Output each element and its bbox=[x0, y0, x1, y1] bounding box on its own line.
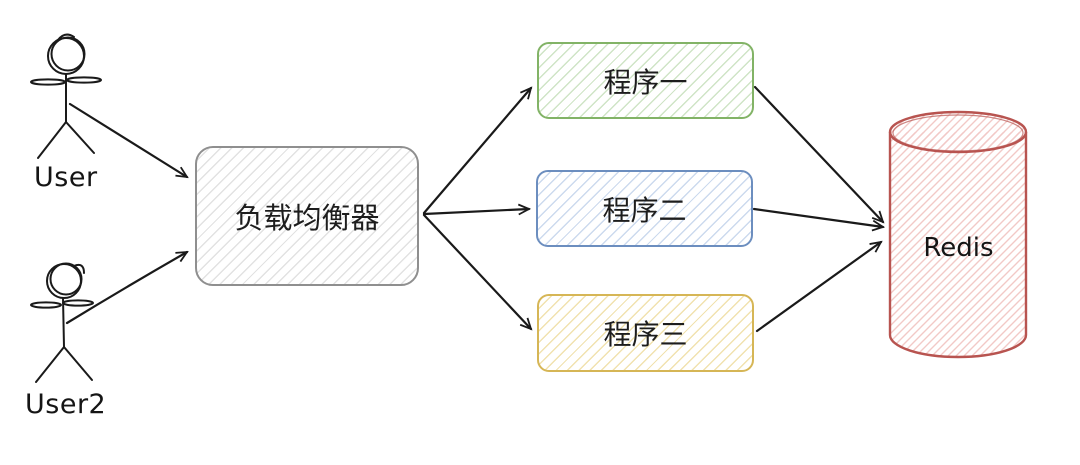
redis-label: Redis bbox=[923, 233, 994, 263]
load-balancer-node: 负载均衡器 bbox=[195, 146, 419, 286]
user2-label: User2 bbox=[25, 389, 107, 420]
edge-user2-to-lb bbox=[65, 250, 189, 325]
service-node-1: 程序一 bbox=[537, 42, 754, 119]
service-1-label: 程序一 bbox=[603, 65, 688, 99]
service-node-3: 程序三 bbox=[537, 294, 754, 372]
service-3-label: 程序三 bbox=[603, 318, 688, 351]
user-figure bbox=[30, 33, 102, 159]
service-2-label: 程序二 bbox=[602, 193, 687, 227]
load-balancer-label: 负载均衡器 bbox=[234, 201, 380, 235]
edges-layer bbox=[65, 85, 886, 333]
user2-figure bbox=[30, 262, 94, 383]
edge-lb-to-s1 bbox=[422, 86, 533, 215]
user-label: User bbox=[34, 162, 98, 193]
edge-s2-to-redis bbox=[752, 207, 886, 232]
edge-lb-to-s2 bbox=[422, 203, 532, 216]
edge-lb-to-s3 bbox=[422, 213, 533, 331]
service-node-2: 程序二 bbox=[536, 170, 753, 247]
edge-s1-to-redis bbox=[753, 85, 885, 224]
edge-s3-to-redis bbox=[755, 240, 883, 333]
